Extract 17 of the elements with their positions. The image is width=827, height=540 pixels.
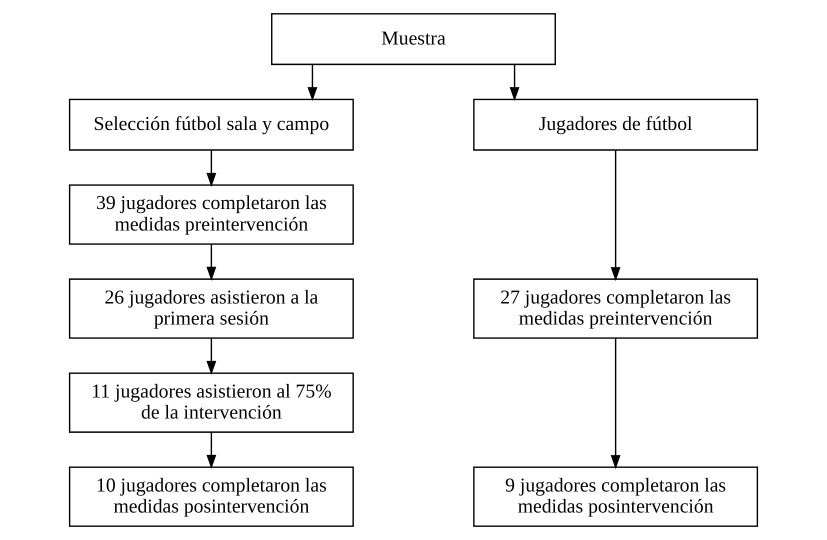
arrow	[610, 150, 621, 282]
node-box: 26 jugadores asistieron a la primera sesión	[68, 278, 354, 339]
node-box: Muestra	[271, 13, 556, 66]
node-box: 27 jugadores completaron las medidas preintervención	[473, 278, 758, 339]
node-box: 39 jugadores completaron las medidas preintervención	[68, 184, 354, 245]
arrow	[308, 64, 318, 102]
node-box: Selección fútbol sala y campo	[68, 98, 354, 151]
arrow	[610, 338, 621, 470]
arrow	[510, 64, 520, 102]
arrow	[206, 150, 216, 187]
node-box: Jugadores de fútbol	[473, 98, 758, 151]
node-box: 11 jugadores asistieron al 75% de la intervención	[68, 372, 354, 433]
node-box: 9 jugadores completaron las medidas posintervención	[473, 466, 758, 527]
arrow	[206, 244, 216, 281]
arrow	[206, 432, 216, 469]
arrow	[206, 338, 216, 375]
node-box: 10 jugadores completaron las medidas posintervención	[68, 466, 354, 527]
